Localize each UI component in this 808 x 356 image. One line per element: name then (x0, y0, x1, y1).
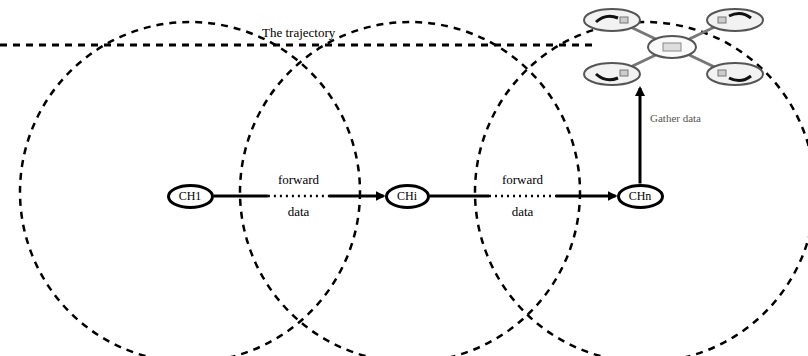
node-label: CHn (629, 189, 652, 204)
cluster-head-ellipse: CH1 (167, 184, 214, 209)
edge-label: forward data (502, 164, 543, 228)
cluster-head-ellipse: CHn (617, 184, 664, 209)
cluster-head-ellipse: CHi (385, 184, 430, 209)
forward-arrow (214, 196, 384, 197)
trajectory-label: The trajectory (262, 25, 335, 41)
trajectory-line (0, 44, 598, 47)
gather-label: Gather data (650, 112, 701, 124)
edge-label: forward data (278, 164, 319, 228)
range-circle (240, 22, 580, 356)
drone-illustration (584, 9, 763, 85)
node-label: CH1 (179, 189, 202, 204)
gather-arrow (639, 88, 642, 184)
range-circle (20, 22, 360, 356)
node-label: CHi (397, 189, 417, 204)
range-circle (475, 22, 808, 356)
forward-arrow (430, 196, 616, 197)
